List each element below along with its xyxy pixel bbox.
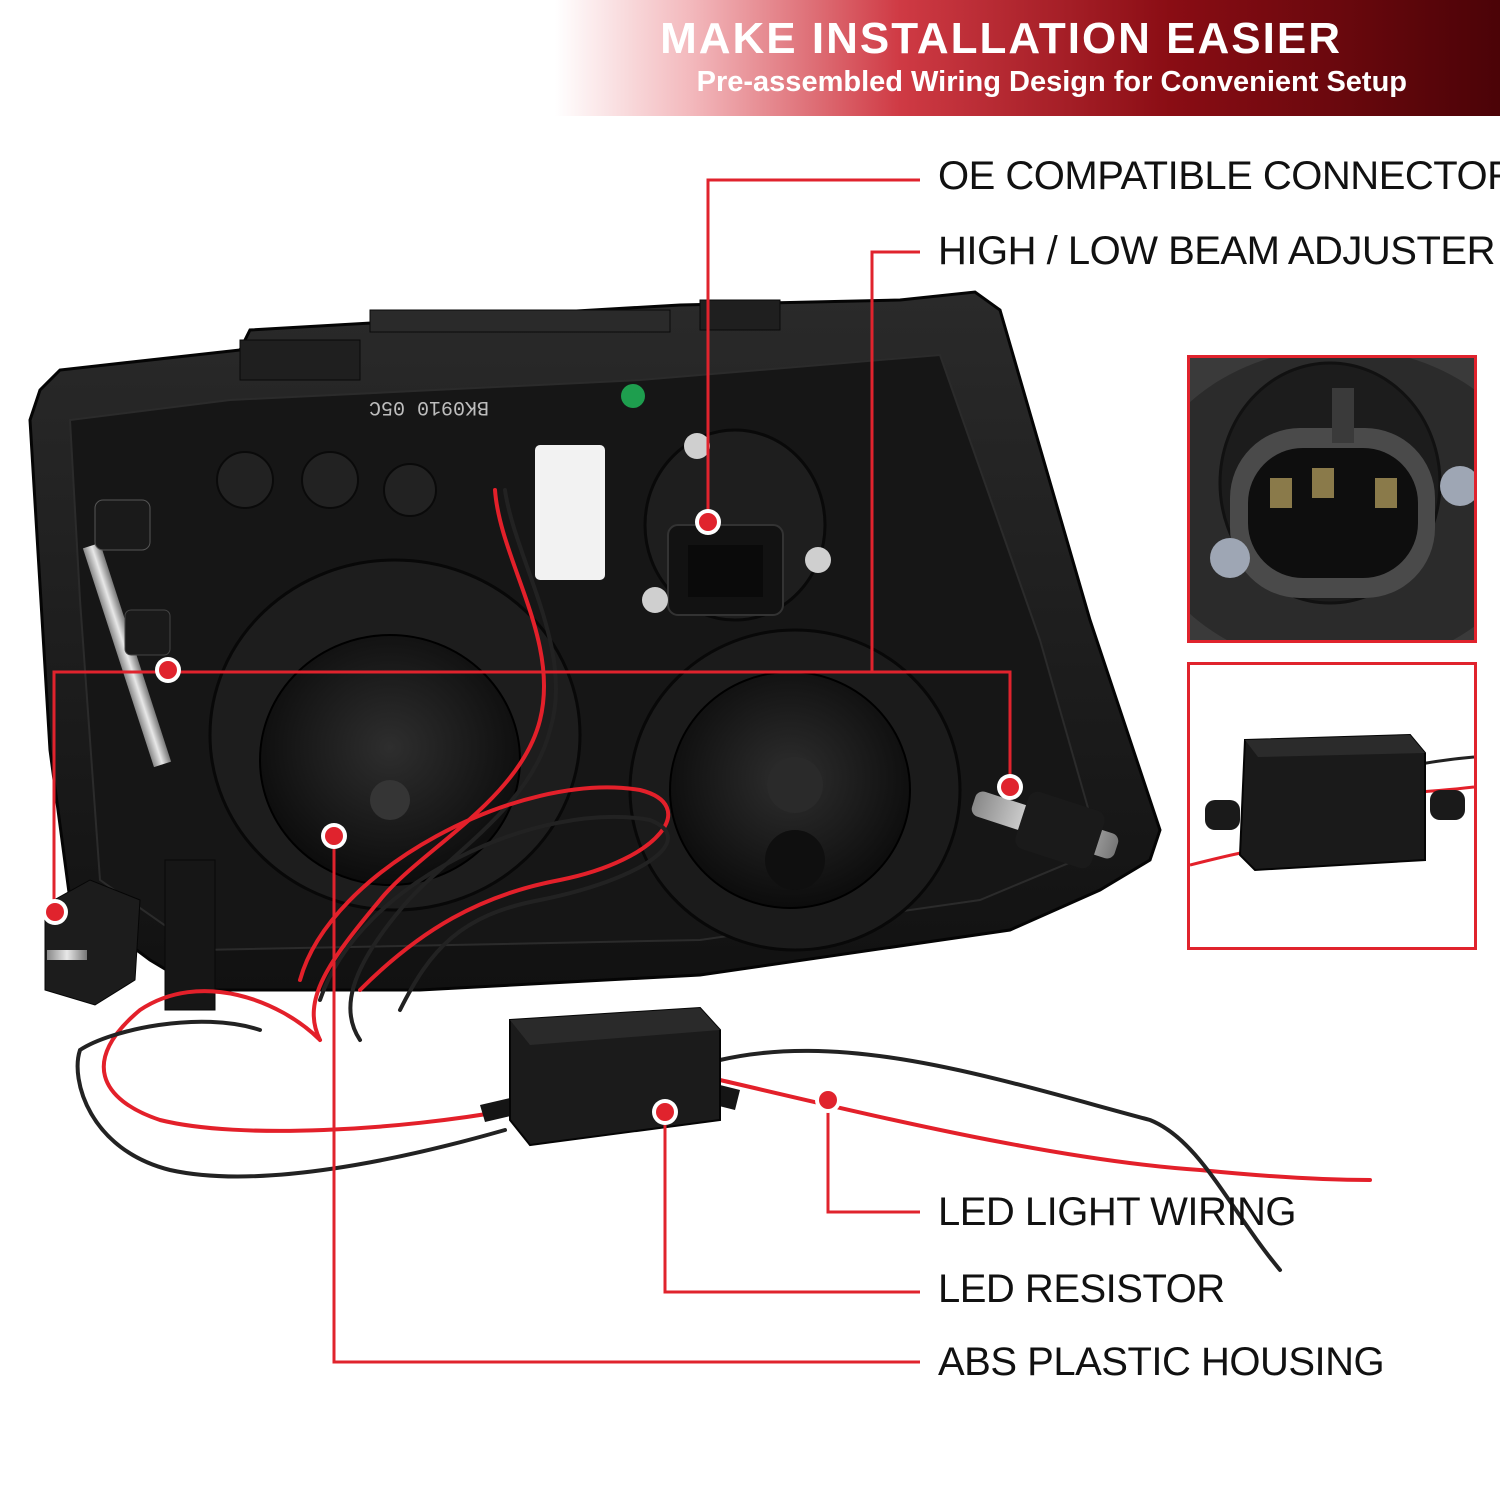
callout-led-light-wiring: LED LIGHT WIRING [938, 1190, 1296, 1234]
callout-dot-connectors [695, 509, 721, 535]
header-banner: MAKE INSTALLATION EASIER Pre-assembled W… [0, 0, 1500, 116]
callout-oe-compatible-connectors: OE COMPATIBLE CONNECTORS [938, 154, 1500, 198]
connector-closeup-inset [1187, 355, 1477, 643]
resistor-closeup-inset [1187, 662, 1477, 950]
callout-dot-housing [321, 823, 347, 849]
callout-dot-adjuster-right [997, 774, 1023, 800]
callout-dot-resistor [652, 1099, 678, 1125]
callout-dot-adjuster-bottom [42, 899, 68, 925]
callout-lines [52, 178, 1012, 1364]
callout-dot-adjuster-left [155, 657, 181, 683]
headlight-housing: BK0910 05C [28, 290, 1162, 1011]
banner-subtitle: Pre-assembled Wiring Design for Convenie… [696, 66, 1407, 98]
callout-dot-wiring [815, 1087, 841, 1113]
banner-title: MAKE INSTALLATION EASIER [660, 14, 1342, 63]
callout-led-resistor: LED RESISTOR [938, 1267, 1225, 1311]
led-wiring [75, 488, 1372, 1272]
callout-high-low-beam-adjuster: HIGH / LOW BEAM ADJUSTER [938, 229, 1495, 273]
led-resistor-box [480, 1006, 740, 1147]
callout-dots [42, 509, 1023, 1125]
callout-abs-plastic-housing: ABS PLASTIC HOUSING [938, 1340, 1385, 1384]
housing-marking: BK0910 05C [369, 395, 489, 418]
